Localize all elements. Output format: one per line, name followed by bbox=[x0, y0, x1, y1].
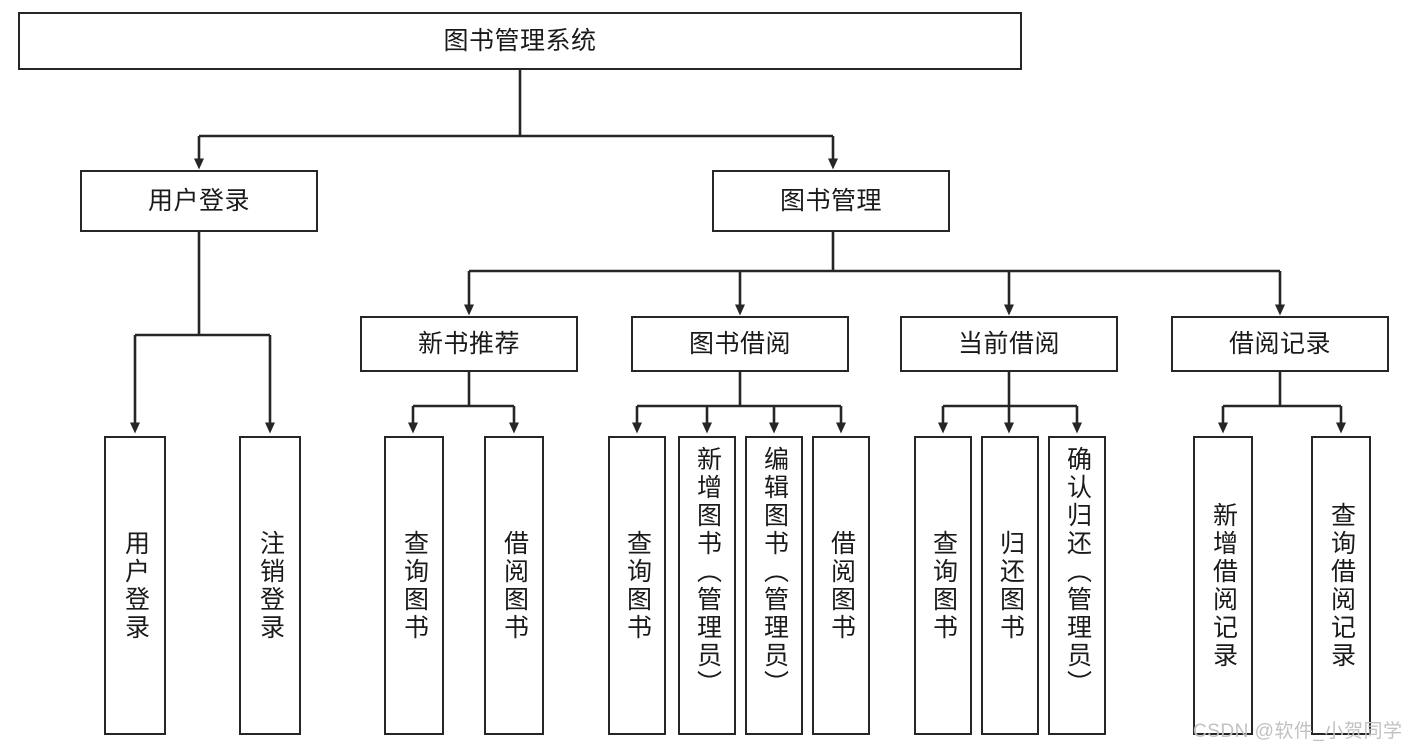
leaf-add-book-admin[interactable]: 新增图书（管理员） bbox=[678, 436, 736, 735]
node-label: 新增借阅记录 bbox=[1209, 501, 1238, 670]
node-label: 确认归还（管理员） bbox=[1063, 446, 1092, 698]
leaf-edit-book-admin[interactable]: 编辑图书（管理员） bbox=[745, 436, 803, 735]
node-label: 借阅图书 bbox=[827, 529, 856, 642]
leaf-user-login[interactable]: 用户登录 bbox=[104, 436, 166, 735]
leaf-query-book-borrow[interactable]: 查询图书 bbox=[608, 436, 666, 735]
node-root-book-management-system[interactable]: 图书管理系统 bbox=[18, 12, 1022, 70]
leaf-logout-login[interactable]: 注销登录 bbox=[239, 436, 301, 735]
node-book-borrow[interactable]: 图书借阅 bbox=[631, 316, 849, 372]
node-label: 新书推荐 bbox=[417, 329, 520, 358]
node-label: 查询图书 bbox=[623, 529, 652, 642]
node-label: 查询图书 bbox=[929, 529, 958, 642]
leaf-query-book-recommend[interactable]: 查询图书 bbox=[384, 436, 444, 735]
node-label: 图书管理系统 bbox=[443, 26, 597, 55]
node-label: 用户登录 bbox=[147, 186, 250, 215]
node-user-login[interactable]: 用户登录 bbox=[80, 170, 318, 232]
node-label: 查询图书 bbox=[400, 529, 429, 642]
node-label: 新增图书（管理员） bbox=[693, 446, 722, 698]
node-label: 查询借阅记录 bbox=[1327, 501, 1356, 670]
node-label: 编辑图书（管理员） bbox=[760, 446, 789, 698]
node-label: 归还图书 bbox=[996, 529, 1025, 642]
node-label: 注销登录 bbox=[256, 529, 285, 642]
node-label: 借阅图书 bbox=[500, 529, 529, 642]
leaf-add-borrow-record[interactable]: 新增借阅记录 bbox=[1193, 436, 1253, 735]
node-label: 借阅记录 bbox=[1228, 329, 1331, 358]
node-book-management[interactable]: 图书管理 bbox=[712, 170, 950, 232]
node-label: 当前借阅 bbox=[957, 329, 1060, 358]
leaf-query-borrow-record[interactable]: 查询借阅记录 bbox=[1311, 436, 1371, 735]
leaf-borrow-book-recommend[interactable]: 借阅图书 bbox=[484, 436, 544, 735]
node-new-book-recommend[interactable]: 新书推荐 bbox=[360, 316, 578, 372]
node-label: 用户登录 bbox=[121, 529, 150, 642]
csdn-watermark: CSDN @软件_小贺同学 bbox=[1193, 721, 1403, 742]
node-label: 图书管理 bbox=[779, 186, 882, 215]
node-borrow-record[interactable]: 借阅记录 bbox=[1171, 316, 1389, 372]
node-label: 图书借阅 bbox=[688, 329, 791, 358]
leaf-confirm-return-admin[interactable]: 确认归还（管理员） bbox=[1048, 436, 1106, 735]
leaf-borrow-book-borrow[interactable]: 借阅图书 bbox=[812, 436, 870, 735]
node-current-borrow[interactable]: 当前借阅 bbox=[900, 316, 1118, 372]
leaf-query-book-current[interactable]: 查询图书 bbox=[914, 436, 972, 735]
leaf-return-book[interactable]: 归还图书 bbox=[981, 436, 1039, 735]
